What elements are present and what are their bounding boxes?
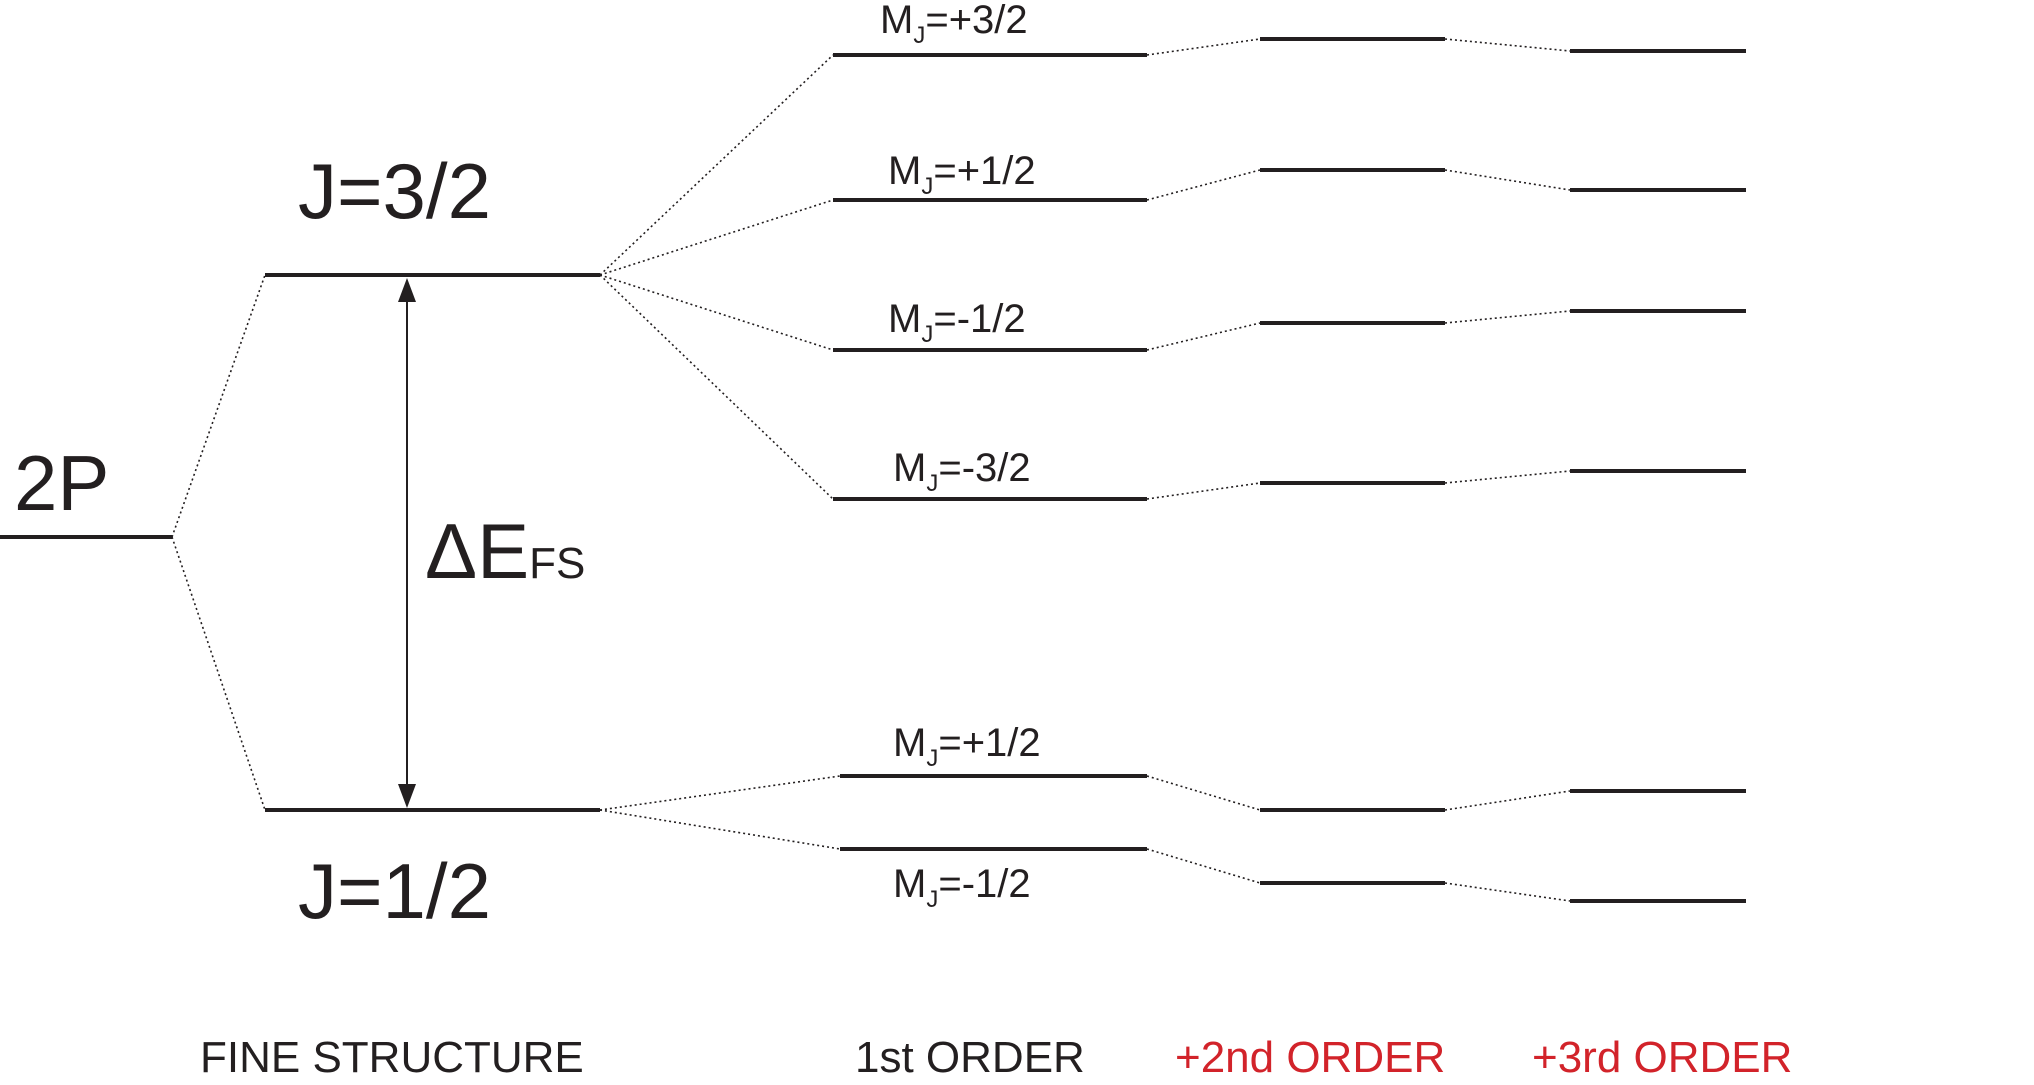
connector-2nd-3rd-5 [1444, 790, 1571, 811]
connector-j12-mj5 [599, 775, 841, 811]
splitting-arrow-head-up [398, 278, 416, 302]
mj-label-2: MJ=+1/2 [888, 149, 1036, 200]
column-label-3rd-order: +3rd ORDER [1532, 1033, 1792, 1082]
connector-1st-2nd-6 [1146, 848, 1261, 884]
mj-label-6: MJ=-1/2 [893, 862, 1031, 913]
mj-label-5: MJ=+1/2 [893, 721, 1041, 772]
term-label: 2P [14, 439, 109, 527]
connector-2nd-3rd-1 [1444, 38, 1571, 52]
column-label-fine-structure: FINE STRUCTURE [200, 1033, 584, 1082]
connector-j12-mj6 [599, 809, 841, 850]
connector-j32-mj3 [599, 274, 834, 351]
connector-2p-j32 [171, 274, 266, 538]
connector-2p-j12 [171, 536, 266, 811]
connector-1st-2nd-4 [1146, 482, 1261, 500]
connector-2nd-3rd-3 [1444, 310, 1571, 324]
mj-label-3: MJ=-1/2 [888, 297, 1026, 348]
splitting-symbol: ΔE [425, 507, 529, 595]
splitting-subscript: FS [529, 539, 585, 588]
connector-j32-mj4 [599, 274, 834, 500]
connector-1st-2nd-2 [1146, 169, 1261, 201]
splitting-arrow-head-down [398, 784, 416, 808]
connector-2nd-3rd-2 [1444, 169, 1571, 191]
connector-2nd-3rd-6 [1444, 882, 1571, 902]
column-label-2nd-order: +2nd ORDER [1175, 1033, 1445, 1082]
mj-label-1: MJ=+3/2 [880, 0, 1028, 49]
j12-label: J=1/2 [298, 847, 491, 935]
connector-2nd-3rd-4 [1444, 470, 1571, 484]
j32-label: J=3/2 [298, 147, 491, 235]
splitting-label: ΔEFS [425, 507, 585, 595]
connector-1st-2nd-5 [1146, 775, 1261, 811]
connector-j32-mj2 [599, 199, 834, 276]
connector-1st-2nd-1 [1146, 38, 1261, 56]
connector-1st-2nd-3 [1146, 322, 1261, 351]
mj-label-4: MJ=-3/2 [893, 446, 1031, 497]
column-label-1st-order: 1st ORDER [855, 1033, 1085, 1082]
connector-j32-mj1 [599, 54, 834, 276]
